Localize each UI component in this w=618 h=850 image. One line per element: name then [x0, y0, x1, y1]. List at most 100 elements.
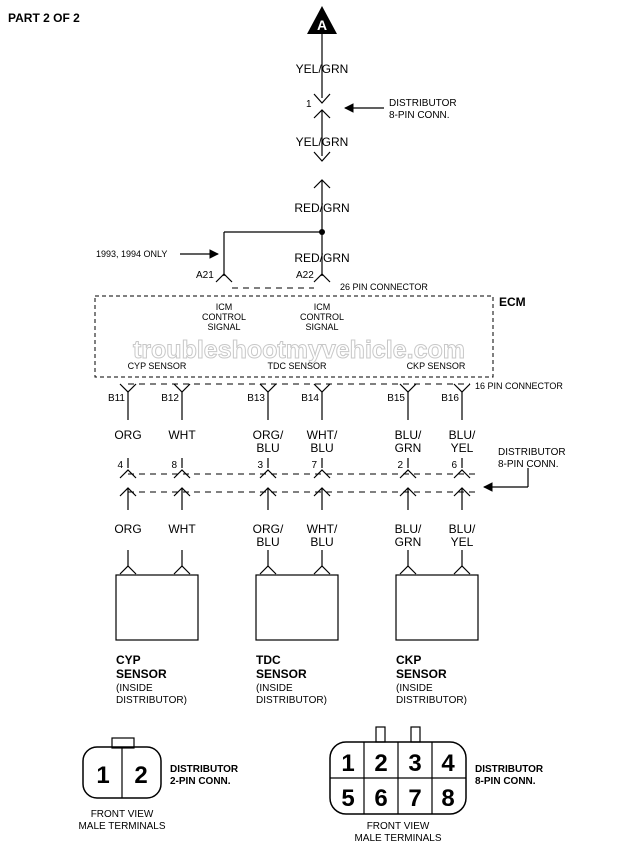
conn2pin-label-2: 2-PIN CONN.	[170, 776, 231, 787]
icm-left-2: CONTROL	[202, 312, 246, 322]
conn2pin-view-1: FRONT VIEW	[91, 809, 154, 820]
circuit-3-ecm-pin-label: B13	[247, 393, 265, 404]
pin8-3: 3	[408, 750, 421, 777]
circuit-3-wire-label-2: BLU	[256, 441, 279, 455]
circuit-6-dist-pin-label: 6	[451, 460, 457, 471]
pin-1-label: 1	[306, 99, 312, 110]
icm-left-3: SIGNAL	[207, 322, 240, 332]
connector-ref-letter: A	[317, 17, 327, 33]
ckp-sub-1: (INSIDE	[396, 683, 433, 694]
dist8-label-1: DISTRIBUTOR	[498, 447, 566, 458]
pin8-1: 1	[341, 750, 354, 777]
wire-label-red-grn-1: RED/GRN	[294, 201, 349, 215]
ecm-title: ECM	[499, 295, 526, 309]
pin8-2: 2	[374, 750, 387, 777]
circuit-4-dist-pin-label: 7	[311, 460, 317, 471]
circuit-2-dist-terminal-upper	[173, 469, 191, 479]
circuit-4-bottom-wire-label-2: BLU	[310, 535, 333, 549]
conn2pin-label-1: DISTRIBUTOR	[170, 764, 239, 775]
circuit-2-wire-label-1: WHT	[168, 428, 196, 442]
dist-2pin-connector: 1 2	[82, 737, 162, 799]
ecm-ckp-label: CKP SENSOR	[407, 361, 466, 371]
circuit-2-dist-pin-label: 8	[171, 460, 177, 471]
pin-a22-label: A22	[296, 270, 314, 281]
tdc-sub-2: DISTRIBUTOR)	[256, 695, 327, 706]
dist-conn-label-top-2: 8-PIN CONN.	[389, 110, 450, 121]
circuit-3-sensor-terminal	[259, 565, 277, 575]
circuit-3-ecm-terminal	[259, 383, 277, 393]
ecm-cyp-label: CYP SENSOR	[128, 361, 187, 371]
circuit-3-bottom-wire-label-1: ORG/	[253, 522, 284, 536]
ckp-sensor-box	[395, 574, 479, 641]
pin8-5: 5	[341, 785, 354, 812]
watermark: troubleshootmyvehicle.com	[133, 336, 465, 364]
circuit-6-dist-terminal-upper	[453, 469, 471, 479]
icm-right-3: SIGNAL	[305, 322, 338, 332]
circuit-5-dist-pin-label: 2	[397, 460, 403, 471]
part-label: PART 2 OF 2	[8, 11, 80, 25]
tdc-sub-1: (INSIDE	[256, 683, 293, 694]
circuit-3-bottom-wire-label-2: BLU	[256, 535, 279, 549]
circuit-2-sensor-terminal	[173, 565, 191, 575]
ecm-box	[94, 295, 494, 378]
circuit-4-wire-label-1: WHT/	[307, 428, 338, 442]
tdc-name-2: SENSOR	[256, 667, 307, 681]
pin2-1: 1	[96, 762, 109, 789]
circuit-2-bottom-wire-label-1: WHT	[168, 522, 196, 536]
pin8-6: 6	[374, 785, 387, 812]
circuit-5-sensor-terminal	[399, 565, 417, 575]
icm-right-1: ICM	[314, 302, 331, 312]
conn8pin-label-1: DISTRIBUTOR	[475, 764, 544, 775]
conn8pin-label-2: 8-PIN CONN.	[475, 776, 536, 787]
tdc-sensor-box	[255, 574, 339, 641]
conn26-label: 26 PIN CONNECTOR	[340, 282, 428, 292]
circuit-3-dist-terminal-upper	[259, 469, 277, 479]
circuit-1-wire-label-1: ORG	[114, 428, 141, 442]
icm-right-2: CONTROL	[300, 312, 344, 322]
circuit-5-ecm-terminal	[399, 383, 417, 393]
dist-conn-label-top-1: DISTRIBUTOR	[389, 98, 457, 109]
pin8-7: 7	[408, 785, 421, 812]
circuit-6-bottom-wire-label-2: YEL	[451, 535, 474, 549]
ckp-name-1: CKP	[396, 653, 421, 667]
circuit-1-ecm-terminal	[119, 383, 137, 393]
wire-label-yel-grn-1: YEL/GRN	[296, 62, 349, 76]
pin-a21-label: A21	[196, 270, 214, 281]
circuit-4-bottom-wire-label-1: WHT/	[307, 522, 338, 536]
cyp-sensor-label: CYP SENSOR (INSIDE DISTRIBUTOR)	[116, 653, 187, 706]
circuit-6-wire-label-1: BLU/	[449, 428, 476, 442]
conn2pin-view-2: MALE TERMINALS	[78, 821, 165, 832]
conn8pin-view-2: MALE TERMINALS	[354, 833, 441, 844]
circuit-6-ecm-pin-label: B16	[441, 393, 459, 404]
circuit-1-dist-terminal-upper	[119, 469, 137, 479]
conn16-label: 16 PIN CONNECTOR	[475, 381, 563, 391]
cyp-sensor-box	[115, 574, 199, 641]
circuit-6-wire-label-2: YEL	[451, 441, 474, 455]
circuit-5-wire-label-1: BLU/	[395, 428, 422, 442]
circuit-5-ecm-pin-label: B15	[387, 393, 405, 404]
circuit-2-ecm-pin-label: B12	[161, 393, 179, 404]
wire-label-yel-grn-2: YEL/GRN	[296, 135, 349, 149]
circuit-6-sensor-terminal	[453, 565, 471, 575]
tdc-sensor-label: TDC SENSOR (INSIDE DISTRIBUTOR)	[256, 653, 327, 706]
pin8-4: 4	[441, 750, 455, 777]
top-wire	[215, 34, 331, 289]
circuit-4-dist-terminal-upper	[313, 469, 331, 479]
cyp-sub-2: DISTRIBUTOR)	[116, 695, 187, 706]
cyp-name-2: SENSOR	[116, 667, 167, 681]
circuit-4-wire-label-2: BLU	[310, 441, 333, 455]
circuit-5-bottom-wire-label-1: BLU/	[395, 522, 422, 536]
circuit-3-wire-label-1: ORG/	[253, 428, 284, 442]
cyp-sub-1: (INSIDE	[116, 683, 153, 694]
circuit-3-dist-pin-label: 3	[257, 460, 263, 471]
connector-ref-triangle: A	[307, 6, 337, 34]
icm-left-1: ICM	[216, 302, 233, 312]
pin8-8: 8	[441, 785, 454, 812]
pin2-2: 2	[134, 762, 147, 789]
ckp-sensor-label: CKP SENSOR (INSIDE DISTRIBUTOR)	[396, 653, 467, 706]
circuit-5-wire-label-2: GRN	[395, 441, 422, 455]
cyp-name-1: CYP	[116, 653, 141, 667]
circuit-6-ecm-terminal	[453, 383, 471, 393]
dist8-label-2: 8-PIN CONN.	[498, 459, 559, 470]
